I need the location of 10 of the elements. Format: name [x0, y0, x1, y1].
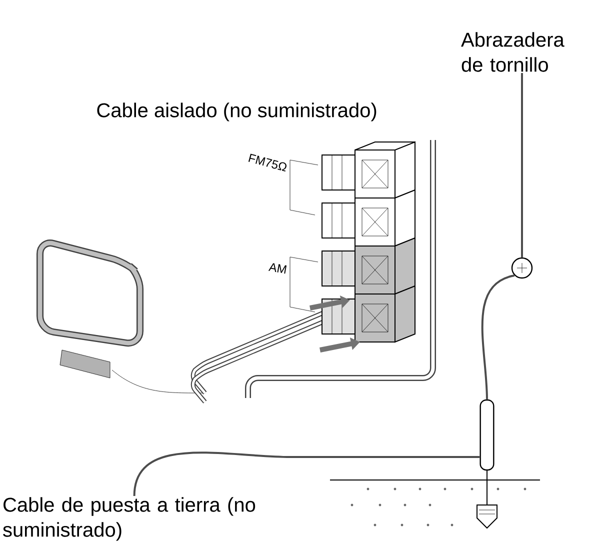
leader-line [521, 73, 523, 258]
terminal-label: AM [268, 263, 287, 274]
abrazadera-label: Abrazadera de tornillo [461, 32, 564, 72]
terminal-label: FM75Ω [248, 154, 286, 172]
ground-wire [481, 274, 515, 400]
leader-line [133, 452, 480, 496]
screw-clamp [511, 257, 533, 279]
ground-rod [480, 399, 494, 471]
cable-label: Cable aislado (no suministrado) [97, 102, 376, 122]
ground-cable-label: Cable de puesta a tierra (no suministrado) [3, 497, 256, 541]
